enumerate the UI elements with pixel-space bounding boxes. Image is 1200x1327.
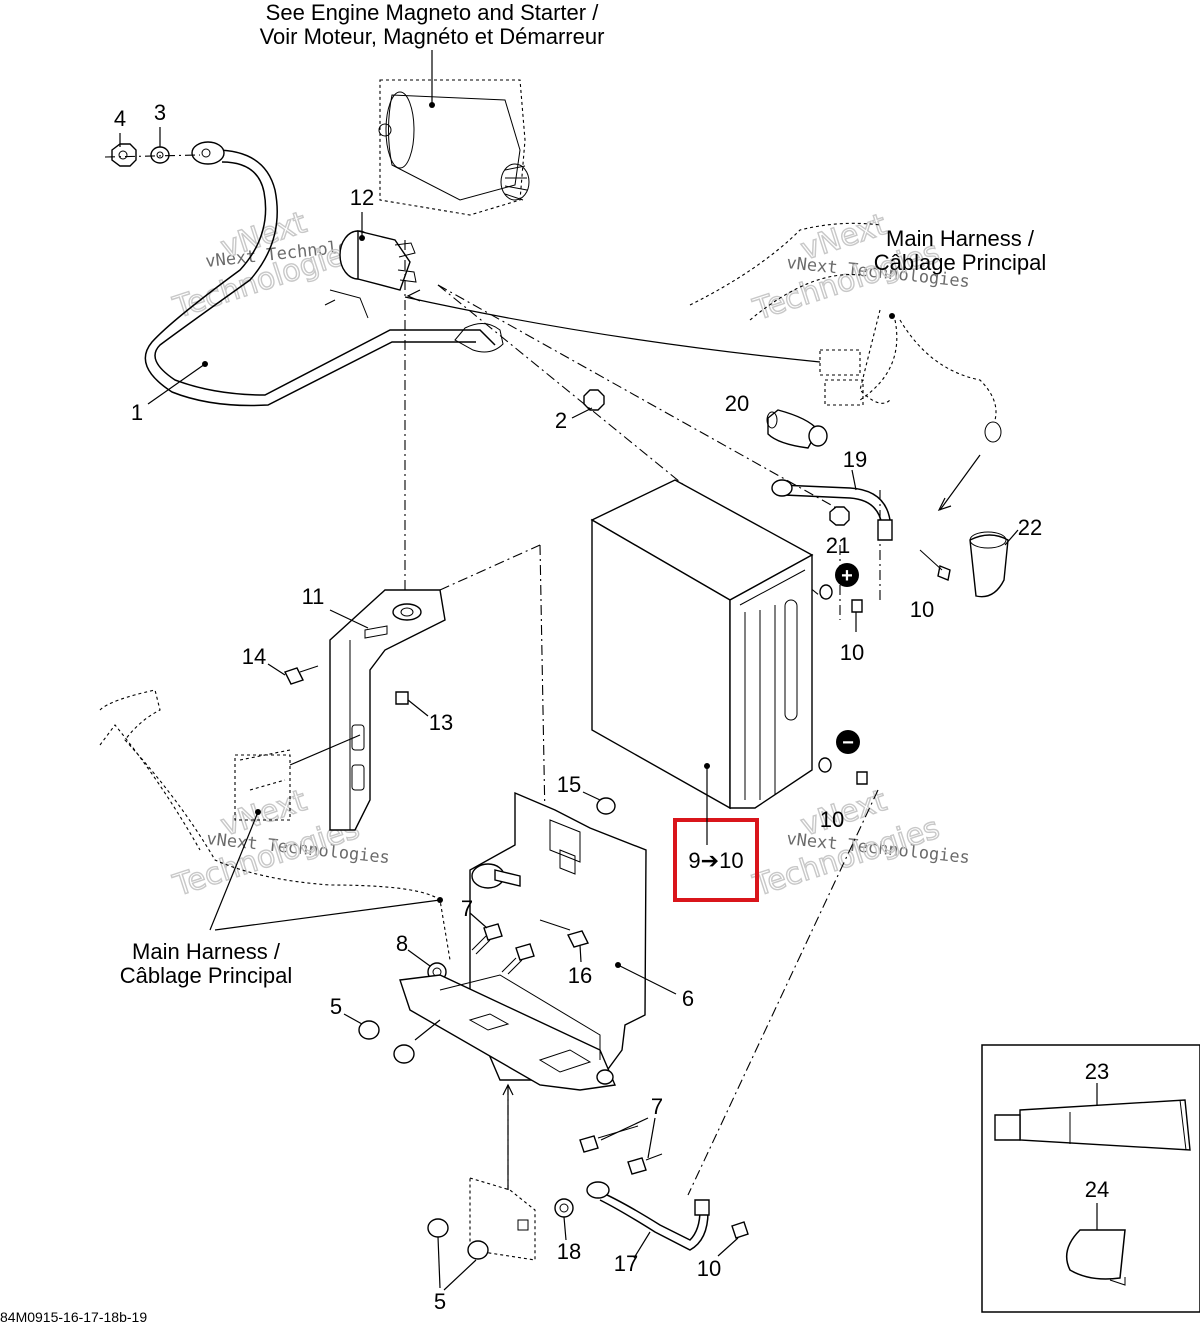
negative-terminal-symbol: − (836, 730, 860, 754)
svg-text:−: − (842, 732, 854, 754)
bracket-part11 (329, 589, 446, 831)
screws-part7-b (579, 1125, 663, 1175)
highlight-label: 9➔10 (688, 848, 743, 873)
callout-11: 11 (302, 584, 325, 609)
nut-part2 (583, 389, 605, 411)
callout-3: 3 (154, 100, 166, 125)
callout-15: 15 (557, 772, 581, 797)
svg-text:+: + (841, 565, 853, 587)
watermark-mid-right: vNext Technologies vNext Technologies (748, 782, 971, 904)
screw-part16 (539, 919, 590, 948)
callout-2: 2 (555, 408, 567, 433)
inset-box (981, 1044, 1200, 1313)
callout-23: 23 (1085, 1059, 1109, 1084)
caption-harness-left-line1: Main Harness / (132, 939, 281, 964)
terminal-bolts (818, 584, 868, 785)
nut-part15 (596, 797, 616, 815)
main-harness-left (99, 689, 451, 961)
callout-16: 16 (568, 963, 592, 988)
callout-7-b: 7 (651, 1094, 663, 1119)
callout-10-c: 10 (820, 807, 844, 832)
callout-10-d: 10 (697, 1256, 721, 1281)
caption-harness-left-line2: Câblage Principal (120, 963, 292, 988)
nut-part21 (829, 506, 850, 526)
callout-8: 8 (396, 931, 408, 956)
callout-24: 24 (1085, 1177, 1109, 1202)
caption-harness-top-line2: Câblage Principal (874, 250, 1046, 275)
bushings-part5-b (427, 1218, 489, 1260)
callout-12: 12 (350, 185, 374, 210)
callout-1: 1 (131, 400, 143, 425)
battery-support-tray (399, 974, 617, 1091)
callout-10-a: 10 (910, 597, 934, 622)
callout-14: 14 (242, 644, 266, 669)
terminal-boot-part20 (766, 409, 828, 449)
callout-20: 20 (725, 391, 749, 416)
battery-cable-part19 (771, 479, 893, 541)
callout-4: 4 (114, 106, 126, 131)
lock-washer-part18 (554, 1198, 574, 1218)
mounting-plate-bottom (469, 1177, 536, 1261)
callout-18: 18 (557, 1239, 581, 1264)
cable-tie-part24 (1065, 1229, 1126, 1286)
dielectric-grease-tube-part23 (994, 1099, 1191, 1151)
caption-engine-line1: See Engine Magneto and Starter / (266, 0, 600, 25)
battery (590, 479, 814, 810)
nut-part13 (395, 691, 409, 705)
callout-22: 22 (1018, 515, 1042, 540)
callout-7-a: 7 (461, 896, 473, 921)
bushings-part5-a (358, 1020, 415, 1064)
battery-plate-part6 (469, 791, 647, 1081)
callout-10-b: 10 (840, 640, 864, 665)
callout-5-a: 5 (330, 994, 342, 1019)
callout-19: 19 (843, 447, 867, 472)
callout-17: 17 (614, 1251, 638, 1276)
positive-terminal-symbol: + (835, 563, 859, 587)
callout-numbers: 1 2 3 4 5 5 6 7 7 8 10 10 10 10 11 12 13… (114, 100, 1109, 1314)
callout-6: 6 (682, 986, 694, 1011)
screws-part7 (471, 923, 535, 975)
screw-part14 (284, 665, 319, 685)
highlight-box (673, 818, 759, 902)
ground-cable-part17 (586, 1181, 710, 1251)
washer-part3 (150, 146, 170, 164)
callout-13: 13 (429, 710, 453, 735)
caption-harness-top-line1: Main Harness / (886, 226, 1035, 251)
starter-solenoid-part12 (324, 230, 417, 319)
cable-clip-plate (471, 863, 521, 889)
starter-motor (378, 79, 530, 216)
screw-part10-a (919, 549, 951, 581)
caption-engine-line2: Voir Moteur, Magnéto et Démarreur (260, 24, 605, 49)
nut-part4 (111, 143, 137, 167)
screw-part10-bottom (731, 1221, 749, 1239)
main-harness-top (689, 222, 1002, 443)
callout-21: 21 (826, 533, 850, 558)
drawing-code: 84M0915-16-17-18b-19 (0, 1309, 147, 1325)
callout-5-b: 5 (434, 1289, 446, 1314)
terminal-boot-part22 (969, 531, 1009, 598)
